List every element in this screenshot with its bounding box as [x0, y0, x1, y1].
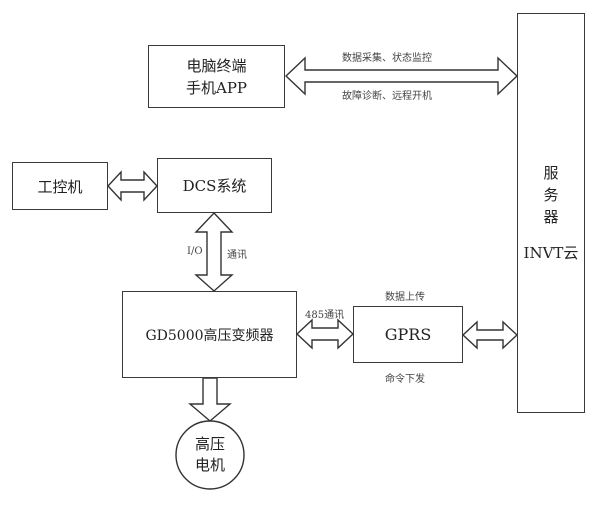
arrow-ipc-dcs — [107, 170, 158, 202]
edge-label-data-collection: 数据采集、状态监控 — [342, 53, 432, 64]
server-node: 服 务 器 INVT云 — [517, 13, 585, 413]
motor-circle — [175, 420, 245, 490]
terminal-label-2: 手机APP — [185, 78, 248, 97]
terminal-label-1: 电脑终端 — [186, 56, 247, 75]
arrow-inverter-motor — [188, 377, 232, 422]
edge-label-upload: 数据上传 — [385, 292, 425, 303]
server-label-2: 务 — [543, 186, 559, 204]
edge-label-comm: 通讯 — [227, 250, 247, 261]
gprs-label: GPRS — [384, 325, 432, 344]
terminal-node: 电脑终端 手机APP — [148, 45, 285, 108]
gprs-node: GPRS — [353, 306, 463, 363]
motor-node: 高压 电机 — [176, 421, 244, 489]
dcs-node: DCS系统 — [157, 158, 272, 213]
server-label-4: INVT云 — [523, 244, 579, 262]
edge-label-fault-diagnosis: 故障诊断、远程开机 — [342, 91, 432, 102]
motor-label-1: 高压 — [194, 435, 225, 453]
edge-label-command: 命令下发 — [385, 374, 425, 385]
edge-label-485: 485通讯 — [305, 310, 345, 321]
dcs-label: DCS系统 — [182, 177, 247, 195]
arrow-gprs-server — [461, 320, 519, 350]
server-label-3: 器 — [543, 208, 559, 226]
ipc-node: 工控机 — [12, 162, 108, 210]
arrow-inverter-gprs — [295, 318, 355, 350]
edge-label-io: I/O — [187, 246, 203, 257]
server-label-1: 服 — [543, 164, 559, 182]
inverter-label: GD5000高压变频器 — [145, 327, 274, 344]
motor-label-2: 电机 — [194, 456, 225, 474]
ipc-label: 工控机 — [37, 177, 83, 196]
inverter-node: GD5000高压变频器 — [122, 291, 297, 378]
